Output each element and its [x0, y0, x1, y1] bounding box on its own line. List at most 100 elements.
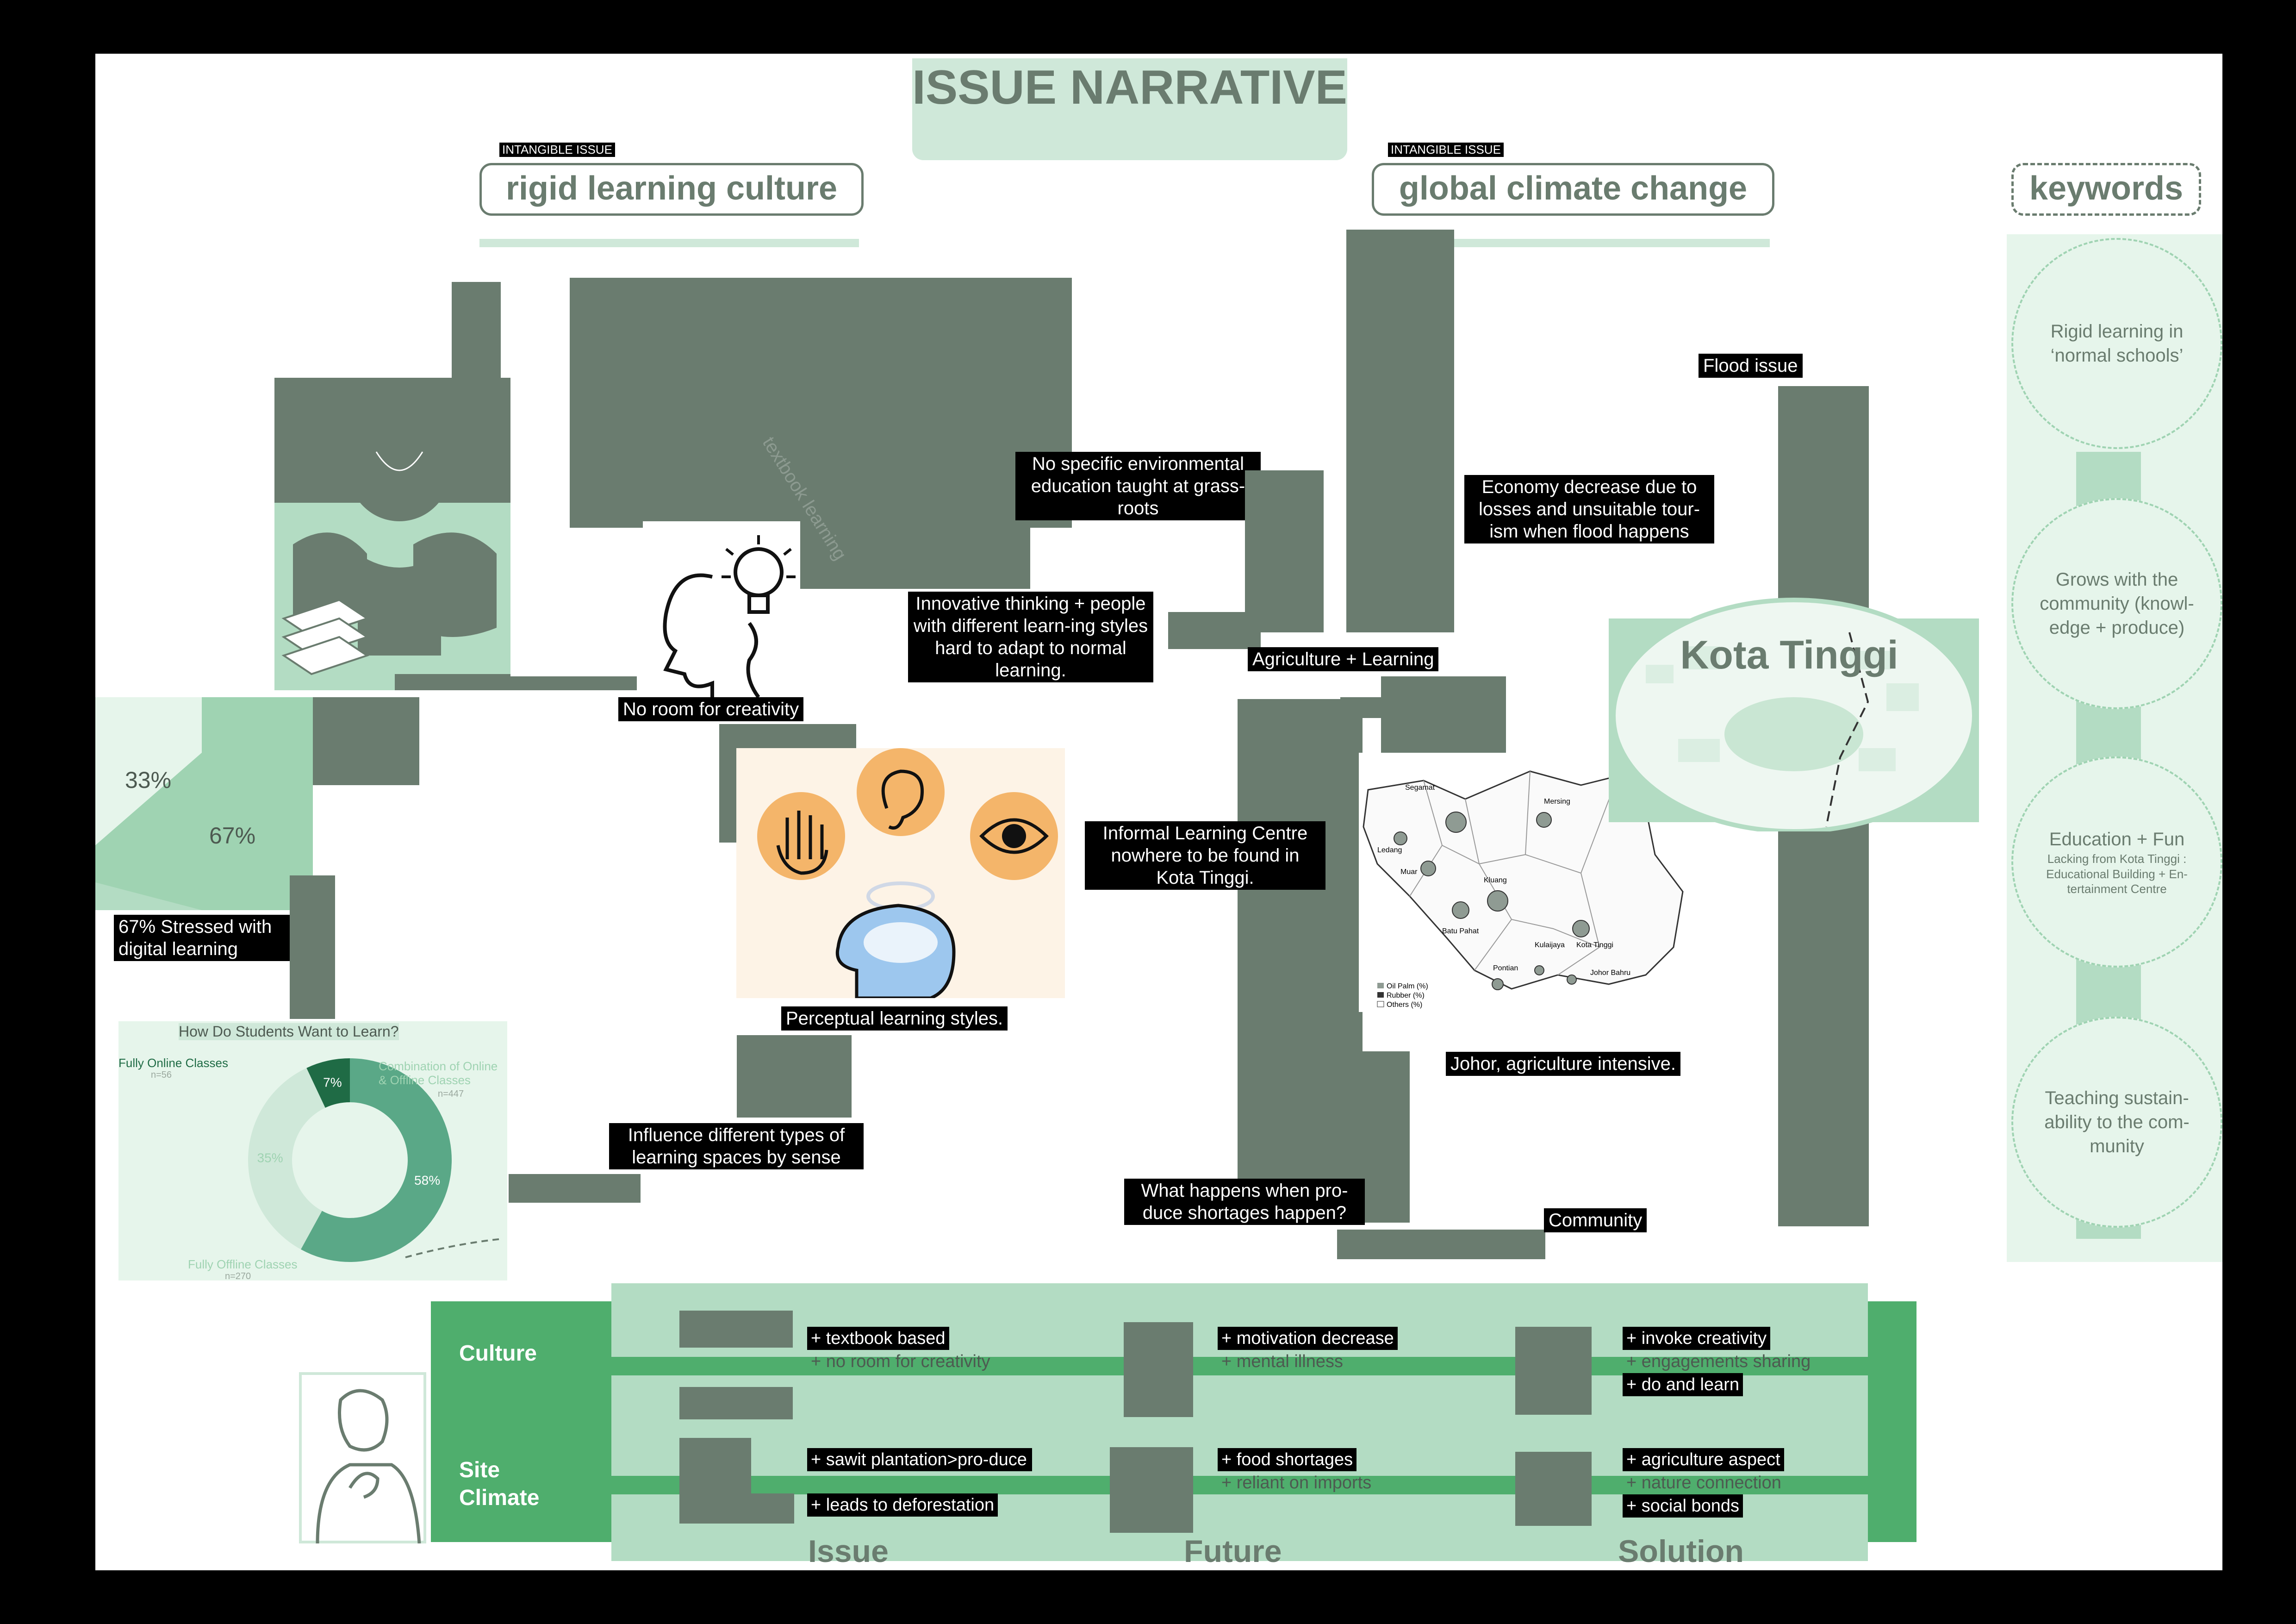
donut-legend-combo-count: n=447 [438, 1089, 464, 1099]
district-kulaijaya: Kulaijaya [1535, 941, 1565, 949]
solution-climate-1: + agriculture aspect [1623, 1448, 1784, 1471]
right-issue-bubble: global climate change [1372, 163, 1774, 216]
keyword-3-text: Education + Fun [2049, 829, 2185, 850]
page-title: ISSUE NARRATIVE [912, 61, 1347, 114]
issue-culture-icon-block-b [679, 1387, 793, 1419]
innovative-block [1168, 612, 1261, 649]
column-solution: Solution [1618, 1534, 1744, 1569]
keyword-1-text: Rigid learning in ‘normal schools’ [2050, 321, 2184, 366]
perceptual-label: Perceptual learning styles. [781, 1006, 1008, 1031]
future-climate-1: + food shortages [1218, 1448, 1357, 1471]
solution-culture-icon-block [1515, 1327, 1592, 1415]
innovative-label: Innovative thinking + people with differ… [908, 592, 1153, 682]
kota-tinggi-site-model [1609, 598, 1979, 831]
future-climate-2: + reliant on imports [1221, 1473, 1372, 1493]
left-issue-underline [479, 239, 859, 247]
stress-label-67: 67% [209, 823, 256, 849]
keyword-circle-4: Teaching sustain-ability to the com-muni… [2011, 1017, 2222, 1228]
donut-connector-block [509, 1174, 641, 1203]
left-issue-title: rigid learning culture [505, 170, 838, 207]
solution-culture-2: + engagements sharing [1626, 1352, 1811, 1371]
right-issue-tag: INTANGIBLE ISSUE [1388, 143, 1504, 157]
issue-climate-1: + sawit plantation>pro-duce [807, 1448, 1032, 1471]
keywords-title: keywords [2029, 170, 2184, 207]
legend-rubber: Rubber (%) [1387, 992, 1425, 999]
matrix-band-climate [611, 1476, 1868, 1494]
district-batu-pahat: Batu Pahat [1442, 927, 1479, 935]
kota-tinggi-label: Kota Tinggi [1680, 633, 1898, 677]
legend-others: Others (%) [1387, 1001, 1422, 1009]
informal-label: Informal Learning Centre nowhere to be f… [1085, 821, 1325, 890]
solution-climate-3: + social bonds [1623, 1494, 1743, 1518]
stress-slice-33 [95, 697, 202, 845]
solution-culture-3: + do and learn [1623, 1373, 1743, 1396]
keyword-circle-2: Grows with the community (knowl-edge + p… [2011, 498, 2222, 709]
no-env-block [1245, 470, 1324, 632]
keyword-4-text: Teaching sustain-ability to the com-muni… [2044, 1088, 2190, 1156]
left-issue-tag: INTANGIBLE ISSUE [499, 143, 615, 157]
district-muar: Muar [1400, 868, 1418, 876]
row-label-climate: Site Climate [459, 1458, 540, 1510]
no-env-label: No specific environmental education taug… [1015, 452, 1261, 520]
agri-learning-label: Agriculture + Learning [1248, 647, 1439, 671]
left-block-a [479, 676, 637, 690]
ear-icon-bg [857, 748, 945, 836]
issue-climate-icon-block-b [750, 1493, 794, 1524]
district-segamat: Segamat [1405, 784, 1435, 792]
shortage-label: What happens when pro-duce shortages hap… [1124, 1179, 1365, 1225]
informal-block-tail [1340, 697, 1382, 718]
issue-climate-2: + leads to deforestation [807, 1493, 998, 1517]
influence-block [737, 1035, 852, 1118]
district-pontian: Pontian [1493, 964, 1518, 972]
johor-outline [1363, 770, 1684, 990]
matrix-inner [611, 1283, 1868, 1561]
donut-legend-combo: Combination of Online & Offline Classes [379, 1059, 498, 1087]
left-stick-block [452, 282, 501, 388]
left-block-b [308, 697, 419, 785]
poster-sheet: ISSUE NARRATIVE INTANGIBLE ISSUE rigid l… [95, 54, 2222, 1570]
community-label: Community [1544, 1208, 1647, 1232]
keyword-circle-3: Education + Fun Lacking from Kota Tinggi… [2011, 756, 2222, 968]
donut-legend-offline-count: n=270 [225, 1271, 251, 1281]
keyword-2-text: Grows with the community (knowl-edge + p… [2040, 569, 2194, 638]
stress-label-33: 33% [125, 767, 172, 793]
donut-chart: 58%35%7% [248, 1058, 452, 1262]
perceptual-styles-illustration [736, 748, 1065, 998]
stress-slice-67 [95, 697, 313, 910]
donut-legend-online: Fully Online Classes [118, 1056, 228, 1070]
donut-chart-title: How Do Students Want to Learn? [179, 1023, 399, 1040]
donut-label-1: 35% [257, 1151, 283, 1165]
donut-label-2: 7% [323, 1075, 342, 1090]
donut-connector [405, 1238, 503, 1258]
no-room-label: No room for creativity [618, 697, 804, 721]
column-issue: Issue [808, 1534, 889, 1569]
johor-label: Johor, agriculture intensive. [1446, 1052, 1680, 1076]
future-culture-2: + mental illness [1221, 1352, 1343, 1371]
title-banner [912, 58, 1347, 160]
issue-culture-icon-block [679, 1311, 793, 1348]
issue-climate-icon-block [679, 1438, 751, 1524]
solution-climate-2: + nature connection [1626, 1473, 1781, 1493]
district-mersing: Mersing [1544, 798, 1570, 806]
right-issue-title: global climate change [1399, 170, 1748, 207]
solution-culture-1: + invoke creativity [1623, 1327, 1771, 1350]
economy-label: Economy decrease due to losses and unsui… [1464, 475, 1714, 543]
district-ledang: Ledang [1377, 846, 1402, 854]
climate-column [1346, 230, 1454, 632]
thinking-person-illustration [299, 1372, 426, 1543]
district-kota-tinggi: Kota Tinggi [1576, 941, 1613, 949]
legend-oil-palm: Oil Palm (%) [1387, 982, 1428, 990]
stress-chart [95, 697, 313, 910]
future-culture-icon-block [1124, 1322, 1193, 1417]
keyword-circle-1: Rigid learning in ‘normal schools’ [2011, 238, 2222, 449]
left-block-c [290, 875, 335, 1019]
column-future: Future [1184, 1534, 1282, 1569]
stressed-label: 67% Stressed with digital learning [114, 915, 290, 961]
right-issue-underline [1372, 239, 1770, 247]
lightbulb-head-icon [643, 521, 800, 697]
donut-legend-offline: Fully Offline Classes [188, 1257, 298, 1271]
donut-legend-online-count: n=56 [151, 1070, 172, 1080]
textbook-block-tail [785, 278, 1030, 589]
district-kluang: Kluang [1484, 876, 1507, 884]
left-issue-bubble: rigid learning culture [479, 163, 864, 216]
